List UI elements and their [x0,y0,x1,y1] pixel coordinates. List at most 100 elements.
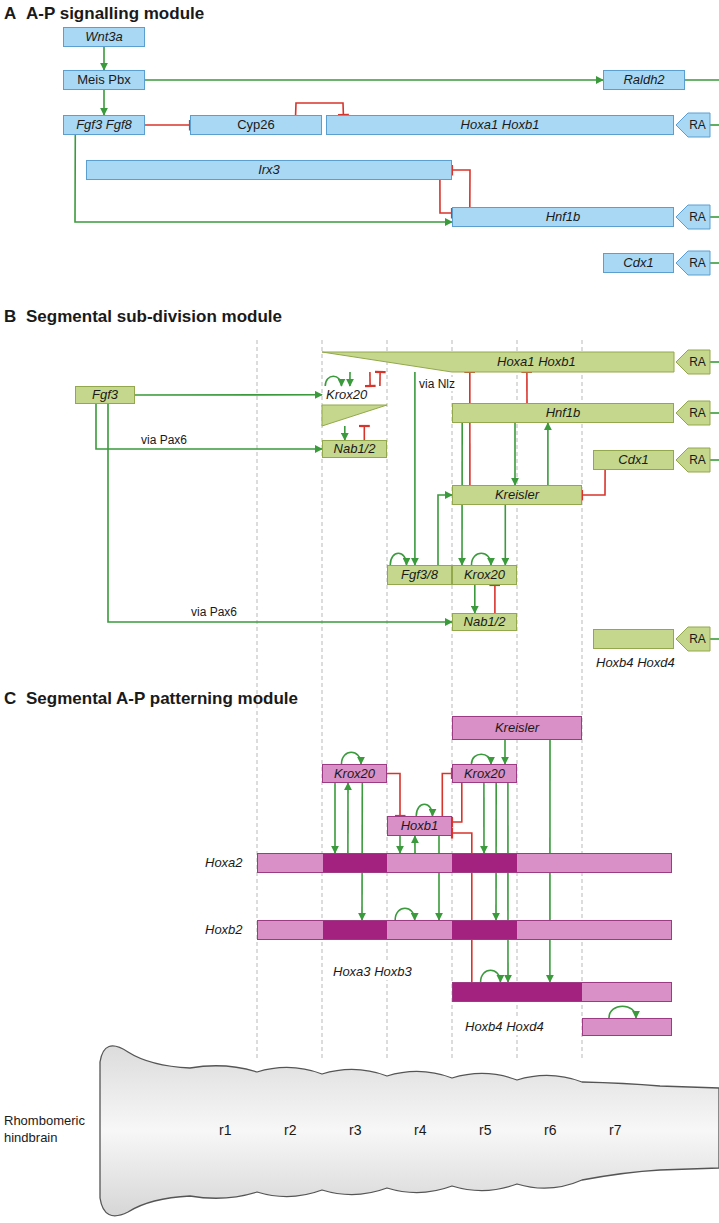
gene-box: Krox20 [452,565,517,585]
gene-name: Hoxb2 [203,921,245,938]
edge-label: via Pax6 [190,605,238,619]
gene-box: Nab1/2 [322,440,387,458]
inhibition-line [526,372,528,403]
gene-name: RA [680,115,706,135]
inhibition-line [379,372,381,386]
gene-name: Hnf1b [546,207,581,227]
rhombomere-boundaries [257,340,582,1060]
gene-name: Cdx1 [623,253,653,273]
activation-arrow [325,376,341,386]
gene-name: Hoxb4 Hoxd4 [463,1018,546,1035]
activation-arrow [103,90,105,115]
gene-box: Meis Pbx [63,70,145,90]
source-line [710,412,719,414]
gene-name: Krox20 [334,764,375,784]
gene-box: Cyp26 [190,115,322,135]
expression-bar: Hoxa2 [257,853,672,873]
activation-arrow [349,372,351,386]
inhibition-line [387,774,400,817]
ra-arrow: RA [676,627,710,651]
rhombomere-label: r7 [609,1121,621,1139]
activation-arrow [504,505,506,565]
gene-name: Hoxb1 [401,816,439,836]
gene-name: Krox20 [326,386,367,404]
inhibition-line [452,783,462,822]
panel-title: C [4,688,16,709]
ra-arrow: RA [676,113,710,137]
gene-name: RA [680,207,706,227]
gene-box: Hoxa1 Hoxb1 [326,115,674,135]
inhibition-line [582,470,605,495]
rhombomere-label: r3 [349,1121,361,1139]
gene-box: Krox20 [452,764,517,783]
shape-fill [676,350,710,374]
activation-arrow [414,836,416,853]
activation-arrow [96,404,322,449]
activation-arrow [145,79,603,81]
ra-arrow: RA [676,448,710,472]
inhibition-line [452,170,470,207]
gene-box: Raldh2 [603,70,685,90]
ra-arrow: RA [676,401,710,425]
activation-arrow [416,804,432,816]
activation-arrow [334,783,336,853]
gene-name: Fgf3 [92,385,118,405]
gene-box: Wnt3a [63,27,145,47]
gene-name: Raldh2 [623,70,664,90]
activation-arrow [395,908,415,920]
gene-box: Kreisler [452,716,582,740]
gene-box: Hnf1b [452,403,674,423]
shape-fill [676,448,710,472]
activation-arrow [474,585,476,613]
gene-name: Fgf3 Fgf8 [76,115,132,135]
activation-arrow [547,423,549,485]
rhombomere-label: r2 [284,1121,296,1139]
gene-box: Irx3 [86,160,452,180]
activation-arrow [390,553,406,565]
activation-arrow [103,47,105,70]
activation-arrow [438,495,452,565]
shape-fill [676,205,710,229]
edge-label: via Nlz [418,377,456,391]
source-line [710,124,719,126]
gene-name: Cyp26 [237,115,275,135]
graded-domain: Krox20 [322,386,387,426]
shape-fill [676,251,710,275]
inhibition-line [469,372,471,485]
gene-box: Hoxb1 [387,816,452,836]
inhibition-line [494,585,496,613]
activation-arrow [342,752,362,764]
axis-label: Rhombomeric hindbrain [4,1112,98,1146]
gene-name: RA [680,629,706,649]
gene-box: Krox20 [322,764,387,783]
rhombomere-label: r5 [479,1121,491,1139]
activation-arrow [472,754,492,764]
rhombomere-label: r6 [544,1121,556,1139]
shape-fill [322,352,674,372]
gene-name: Hnf1b [546,403,581,423]
gene-name: Wnt3a [85,27,123,47]
source-line [710,638,719,640]
source-line [710,459,719,461]
source-line [710,216,719,218]
shape-fill [676,113,710,137]
panel-title: Segmental sub-division module [26,306,282,327]
gene-box: Fgf3 [75,386,135,404]
gene-name: RA [680,450,706,470]
activation-arrow [483,783,485,853]
gene-name: RA [680,403,706,423]
shape-fill [322,405,387,426]
gene-name: Hoxa2 [203,854,245,871]
gene-name: Hoxb4 Hoxd4 [594,654,677,671]
gene-name: Krox20 [464,764,505,784]
boundary-line [582,340,583,1060]
ra-arrow: RA [676,251,710,275]
inhibition-line [296,103,344,115]
activation-arrow [609,1006,636,1018]
gene-box: Cdx1 [593,450,674,470]
gene-name: Meis Pbx [77,70,130,90]
inhibition-line [440,180,452,213]
activation-arrow [414,372,416,565]
gene-name: Kreisler [495,485,539,505]
